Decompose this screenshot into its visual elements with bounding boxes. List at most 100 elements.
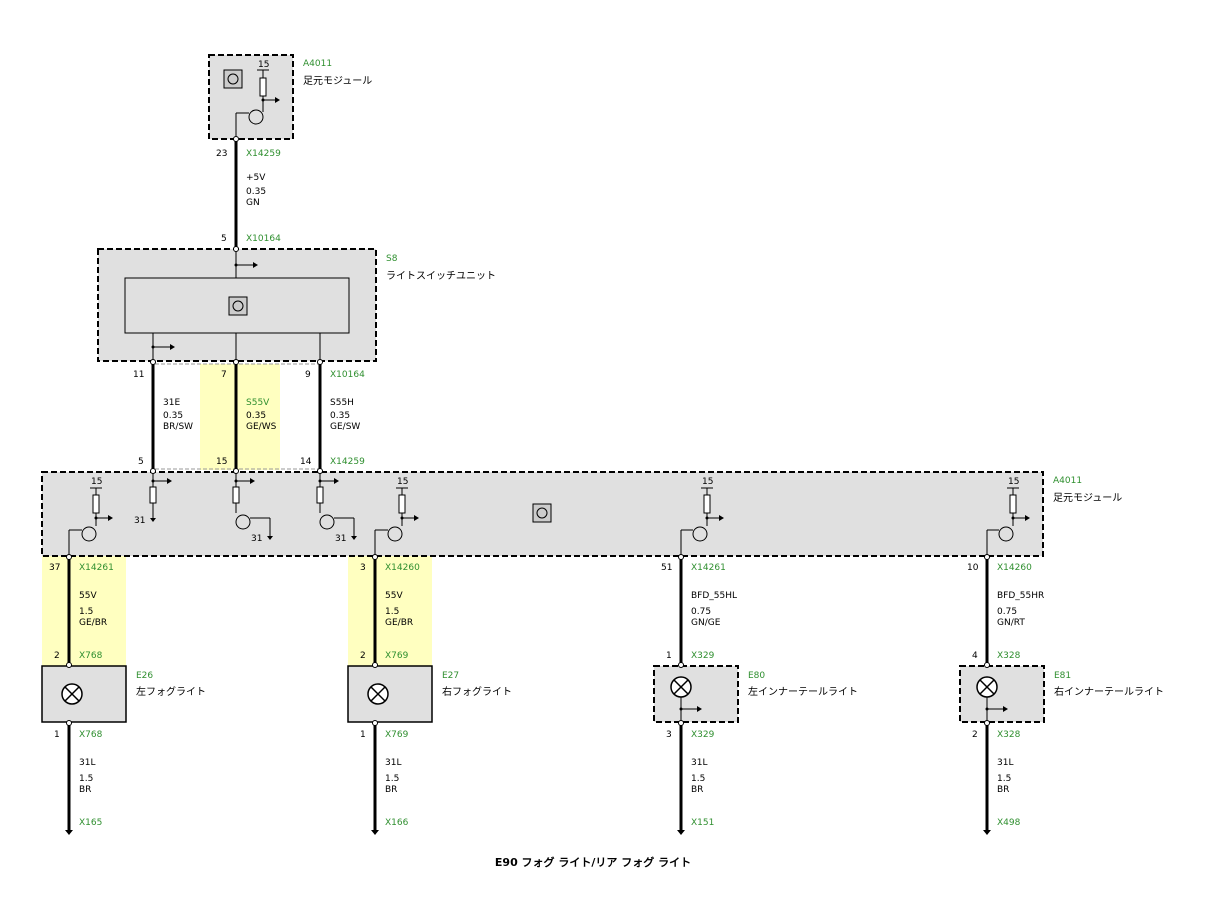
w5v-color: GN	[246, 198, 260, 208]
ge27-signal: 31L	[385, 758, 401, 768]
a4011-main-name: 足元モジュール	[1053, 492, 1122, 504]
ge27-ground: X166	[385, 818, 409, 828]
ge26-pin: 1	[54, 730, 60, 740]
we26-color: GE/BR	[79, 618, 107, 628]
ge27-color: BR	[385, 785, 397, 795]
control-unit-icon	[228, 296, 248, 316]
we26-conn-bottom: X768	[79, 651, 103, 661]
lamp-e27[interactable]	[347, 665, 433, 723]
e26-code: E26	[136, 671, 153, 681]
transistor-icon	[248, 109, 264, 125]
ge80-size: 1.5	[691, 774, 705, 784]
e27-name: 右フォグライト	[442, 685, 512, 698]
ground-symbol-icon	[267, 536, 273, 540]
ge80-pin: 3	[666, 730, 672, 740]
ws55v-pin-top: 7	[221, 370, 227, 380]
lamp-e80[interactable]	[653, 665, 739, 723]
control-unit-icon-circle	[227, 73, 239, 85]
ws55v-color: GE/WS	[246, 422, 277, 432]
ge80-color: BR	[691, 785, 703, 795]
we81-conn-bottom: X328	[997, 651, 1021, 661]
lamp-e81[interactable]	[959, 665, 1045, 723]
we27-size: 1.5	[385, 607, 399, 617]
we26-pin-bottom: 2	[54, 651, 60, 661]
ws55h-conn-bottom: X14259	[330, 457, 365, 467]
we81-pin-bottom: 4	[972, 651, 978, 661]
connector-pins	[66, 136, 990, 726]
highlight-e26-feed	[42, 556, 126, 666]
ge26-color: BR	[79, 785, 91, 795]
highlight-s55v	[200, 364, 280, 470]
module-a4011-top[interactable]	[208, 54, 294, 140]
a4011-top-supply-label: 15	[258, 60, 269, 70]
control-unit-icon	[223, 69, 243, 89]
ge81-conn: X328	[997, 730, 1021, 740]
we81-size: 0.75	[997, 607, 1017, 617]
ws55h-color: GE/SW	[330, 422, 360, 432]
e81-name: 右インナーテールライト	[1054, 685, 1164, 698]
ge27-conn: X769	[385, 730, 409, 740]
w31e-pin-bottom: 5	[138, 457, 144, 467]
ground-symbol-icon	[983, 830, 991, 835]
we27-signal: 55V	[385, 591, 403, 601]
ge26-ground: X165	[79, 818, 102, 828]
s8-code: S8	[386, 254, 398, 264]
we26-conn-top: X14261	[79, 563, 114, 573]
w31e-size: 0.35	[163, 411, 183, 421]
a4011-top-name: 足元モジュール	[303, 75, 372, 87]
transistor-icon	[998, 526, 1014, 542]
ge81-ground: X498	[997, 818, 1021, 828]
we80-size: 0.75	[691, 607, 711, 617]
e27-code: E27	[442, 671, 459, 681]
we80-conn-bottom: X329	[691, 651, 715, 661]
ground-symbol-icon	[677, 830, 685, 835]
w5v-conn-top: X14259	[246, 149, 281, 159]
w31e-pin-top: 11	[133, 370, 144, 380]
we26-pin-top: 37	[49, 563, 60, 573]
ge81-size: 1.5	[997, 774, 1011, 784]
highlight-e27-feed	[348, 556, 432, 666]
we81-signal: BFD_55HR	[997, 591, 1044, 601]
a4011-main-code: A4011	[1053, 476, 1082, 486]
ground-symbol-icon	[351, 536, 357, 540]
ground-symbol-icon	[150, 518, 156, 522]
a4011-supply-e27: 15	[397, 477, 408, 487]
we27-conn-bottom: X769	[385, 651, 409, 661]
resistor-icon	[703, 494, 711, 514]
resistor-icon	[232, 486, 240, 504]
we81-color: GN/RT	[997, 618, 1025, 628]
a4011-top-code: A4011	[303, 59, 332, 69]
ws55v-size: 0.35	[246, 411, 266, 421]
ge81-color: BR	[997, 785, 1009, 795]
lamp-e26[interactable]	[41, 665, 127, 723]
ge81-pin: 2	[972, 730, 978, 740]
we81-conn-top: X14260	[997, 563, 1032, 573]
ge26-conn: X768	[79, 730, 103, 740]
s8-name: ライトスイッチユニット	[386, 270, 496, 282]
module-a4011-main[interactable]	[41, 471, 1044, 557]
module-s8[interactable]	[97, 248, 377, 362]
w5v-size: 0.35	[246, 187, 266, 197]
e81-code: E81	[1054, 671, 1071, 681]
ge27-pin: 1	[360, 730, 366, 740]
a4011-ground-31e: 31	[134, 516, 145, 526]
ground-symbol-icon	[65, 830, 73, 835]
transistor-icon	[319, 514, 335, 530]
we80-pin-top: 51	[661, 563, 672, 573]
w31e-color: BR/SW	[163, 422, 193, 432]
ge80-ground: X151	[691, 818, 714, 828]
w5v-pin-top: 23	[216, 149, 227, 159]
e80-code: E80	[748, 671, 765, 681]
e26-name: 左フォグライト	[136, 685, 206, 698]
w5v-conn-bottom: X10164	[246, 234, 281, 244]
we26-signal: 55V	[79, 591, 97, 601]
ge27-size: 1.5	[385, 774, 399, 784]
ws55h-pin-top: 9	[305, 370, 311, 380]
transistor-icon	[235, 514, 251, 530]
transistor-icon	[81, 526, 97, 542]
resistor-icon	[316, 486, 324, 504]
ge80-conn: X329	[691, 730, 715, 740]
a4011-ground-s55h: 31	[335, 534, 346, 544]
w5v-signal: +5V	[246, 173, 266, 183]
